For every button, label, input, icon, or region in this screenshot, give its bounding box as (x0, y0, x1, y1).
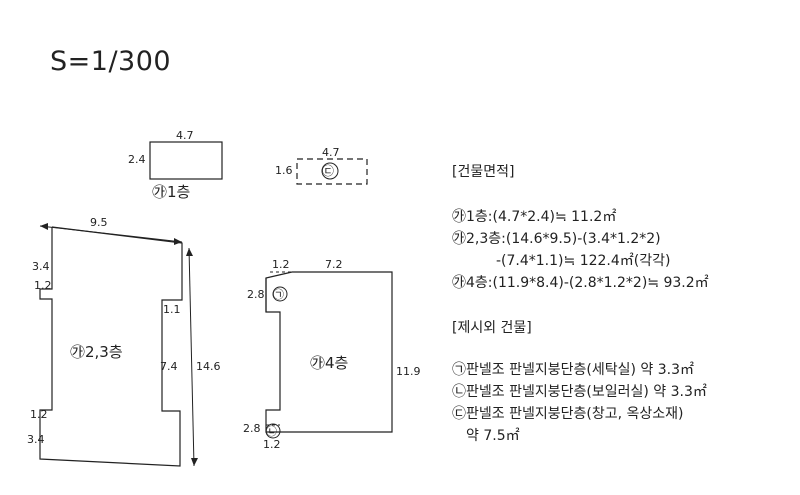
building-area-heading: [건물면적] (452, 164, 515, 180)
plan-23f-right-dim: 14.6 (196, 360, 221, 373)
extra-line-c-area: 약 7.5㎡ (466, 428, 520, 444)
plan-4f-mark-b-circle (265, 423, 281, 439)
extra-building-heading: [제시외 건물] (452, 320, 532, 336)
area-line-23f-cont: -(7.4*1.1)≒ 122.4㎡(각각) (496, 253, 671, 269)
plan-23f-right-dim-line (188, 247, 195, 467)
plan-1f-left-dim: 2.4 (128, 153, 146, 166)
plan-23f-dim-5: 1.2 (30, 408, 48, 421)
plan-23f-top-dim: 9.5 (90, 216, 108, 229)
plan-4f-top-dim: 7.2 (325, 258, 343, 271)
area-line-1f: ㉮1층:(4.7*2.4)≒ 11.2㎡ (452, 209, 617, 225)
plan-23f-label: ㉮2,3층 (70, 343, 123, 361)
plan-1f-outline (149, 141, 223, 180)
plan-c-top-dim: 4.7 (322, 146, 340, 159)
plan-23f-right-arrow-bottom (191, 458, 198, 466)
area-line-4f: ㉮4층:(11.9*8.4)-(2.8*1.2*2)≒ 93.2㎡ (452, 275, 709, 291)
plan-c-outline (296, 158, 368, 185)
plan-23f-dim-1: 3.4 (32, 260, 50, 273)
plan-1f-label: ㉮1층 (152, 183, 190, 201)
plan-c-mark: ㉢ (322, 164, 334, 178)
plan-4f-dim-4: 1.2 (263, 438, 281, 451)
plan-4f-dim-2: 2.8 (247, 288, 265, 301)
plan-23f-dim-2: 1.2 (34, 279, 52, 292)
plan-23f-outline (39, 226, 183, 467)
plan-4f-mark-b: ㉡ (266, 425, 277, 438)
plan-1f-top-dim: 4.7 (176, 129, 194, 142)
plan-4f-mark-a: ㉠ (273, 288, 284, 301)
plan-23f-dim-4: 7.4 (160, 360, 178, 373)
extra-line-a: ㉠판넬조 판넬지붕단층(세탁실) 약 3.3㎡ (452, 362, 694, 378)
plan-4f-right-dim: 11.9 (396, 365, 421, 378)
plan-4f-label: ㉮4층 (310, 354, 348, 372)
extra-line-c: ㉢판넬조 판넬지붕단층(창고, 옥상소재) (452, 406, 684, 422)
plan-23f-right-arrow-top (186, 248, 193, 256)
scale-label: S=1/300 (50, 46, 172, 77)
plan-4f-mark-a-circle (272, 286, 288, 302)
plan-23f-dim-3: 1.1 (163, 303, 181, 316)
extra-line-b: ㉡판넬조 판넬지붕단층(보일러실) 약 3.3㎡ (452, 384, 707, 400)
plan-c-mark-circle (321, 162, 339, 180)
plan-23f-top-dim-line (39, 225, 183, 243)
plan-23f-dim-6: 3.4 (27, 433, 45, 446)
plan-4f-dim-3: 2.8 (243, 422, 261, 435)
area-line-23f: ㉮2,3층:(14.6*9.5)-(3.4*1.2*2) (452, 231, 661, 247)
plan-4f-outline (265, 271, 393, 433)
plan-23f-top-arrow-right (174, 238, 182, 245)
plan-c-left-dim: 1.6 (275, 164, 293, 177)
plan-4f-dim-1: 1.2 (272, 258, 290, 271)
plan-23f-top-arrow-left (40, 223, 48, 230)
